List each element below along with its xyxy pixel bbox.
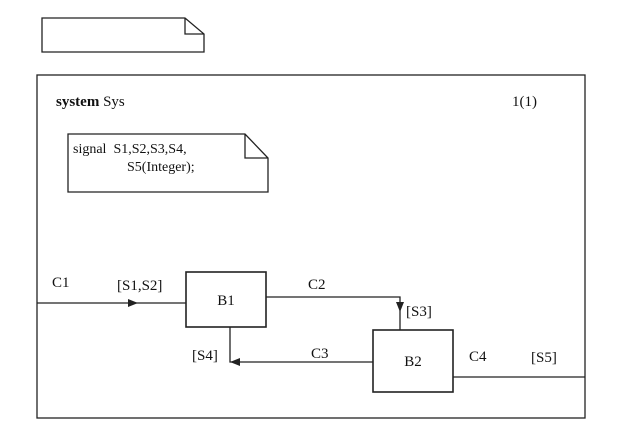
channel-c3-line [229,327,373,363]
channel-c1-arrowhead [128,299,138,307]
channel-c3-name: C3 [311,346,329,362]
channel-c2-signals: [S3] [406,304,432,320]
channel-c3-arrowhead [230,358,240,366]
block-b2-label: B2 [404,354,422,370]
block-b1 [185,271,267,328]
system-heading: system Sys [56,94,125,110]
channel-c1-signals: [S1,S2] [117,278,162,294]
channel-c4-name: C4 [469,349,487,365]
channel-c3-signals: [S4] [192,348,218,364]
empty-note-symbol [41,17,205,53]
block-b2 [372,329,454,393]
channel-c2-name: C2 [308,277,326,293]
channel-c2-arrowhead [396,302,404,312]
system-keyword: system [56,94,100,110]
signal-declaration-line-1: signal S1,S2,S3,S4, [73,142,187,157]
signal-declaration-line-2: S5(Integer); [127,160,195,175]
channel-c1-name: C1 [52,275,70,291]
page-number: 1(1) [512,94,537,110]
channel-c4-signals: [S5] [531,350,557,366]
block-b1-label: B1 [217,293,235,309]
signal-declaration-note [67,133,269,193]
system-name: Sys [103,94,125,110]
system-frame [36,74,586,419]
channel-c2-line [266,296,401,330]
